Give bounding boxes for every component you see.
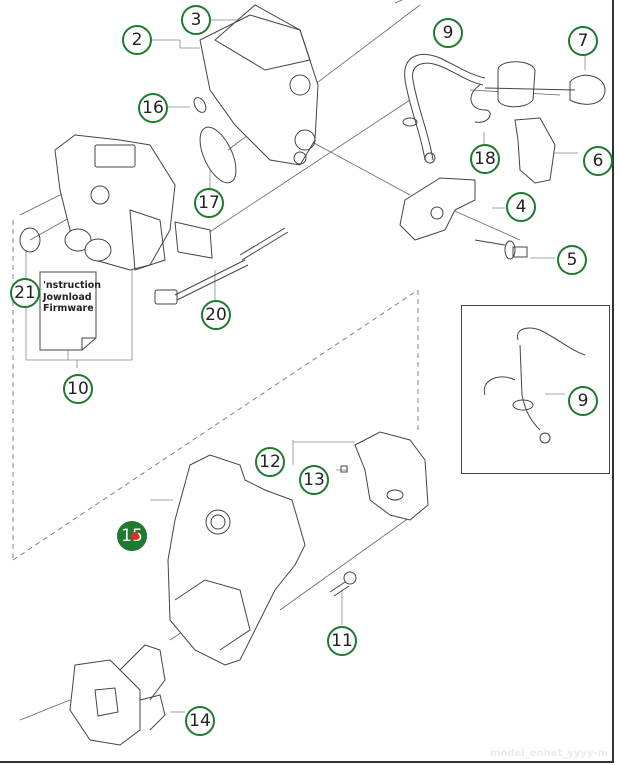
frame-border-right xyxy=(612,0,614,762)
callout-9[interactable]: 9 xyxy=(433,18,463,48)
o-ring-part xyxy=(193,97,207,113)
switch-part xyxy=(399,177,476,241)
callout-12[interactable]: 12 xyxy=(255,447,285,477)
frame-border-bottom xyxy=(0,761,614,763)
intake-manifold-part xyxy=(69,644,166,746)
callout-18[interactable]: 18 xyxy=(470,144,500,174)
active-marker-dot xyxy=(131,532,139,540)
crankcase-part xyxy=(199,4,319,166)
callout-17[interactable]: 17 xyxy=(194,188,224,218)
gasket-part xyxy=(199,126,237,184)
document-label: 'nstruction Jownload Firmware xyxy=(43,280,101,315)
housing-part xyxy=(354,431,429,521)
document-label-line: Jownload xyxy=(43,291,92,303)
watermark-text: model_enhet_yyyy-m xyxy=(490,748,608,759)
callout-7[interactable]: 7 xyxy=(568,26,598,56)
callout-14[interactable]: 14 xyxy=(185,706,215,736)
callout-3[interactable]: 3 xyxy=(181,5,211,35)
dashed-boundary xyxy=(12,220,419,561)
callout-16[interactable]: 16 xyxy=(138,93,168,123)
callout-6[interactable]: 6 xyxy=(583,146,613,176)
primer-bulb-part xyxy=(484,61,606,108)
pin-part xyxy=(474,239,528,260)
document-label-line: 'nstruction xyxy=(43,280,102,291)
callout-21[interactable]: 21 xyxy=(10,278,40,308)
document-icon xyxy=(39,271,97,351)
callout-9-inset[interactable]: 9 xyxy=(568,386,598,416)
bolt-part xyxy=(329,571,357,597)
document-label-line: Firmware xyxy=(43,303,94,314)
callout-2[interactable]: 2 xyxy=(122,25,152,55)
wiring-harness-part xyxy=(154,227,289,305)
carburetor-part xyxy=(54,134,213,271)
callout-10[interactable]: 10 xyxy=(63,374,93,404)
inset-detail-box xyxy=(461,305,610,474)
bracket-part xyxy=(514,117,556,184)
callout-13[interactable]: 13 xyxy=(299,465,329,495)
seal-ring-part xyxy=(19,227,41,253)
callout-20[interactable]: 20 xyxy=(201,300,231,330)
callout-11[interactable]: 11 xyxy=(327,626,357,656)
clip-part xyxy=(340,465,348,473)
inset-hose-part xyxy=(483,327,586,444)
cover-part xyxy=(167,454,306,666)
fuel-hose-part xyxy=(402,54,491,164)
callout-5[interactable]: 5 xyxy=(557,245,587,275)
callout-4[interactable]: 4 xyxy=(506,192,536,222)
